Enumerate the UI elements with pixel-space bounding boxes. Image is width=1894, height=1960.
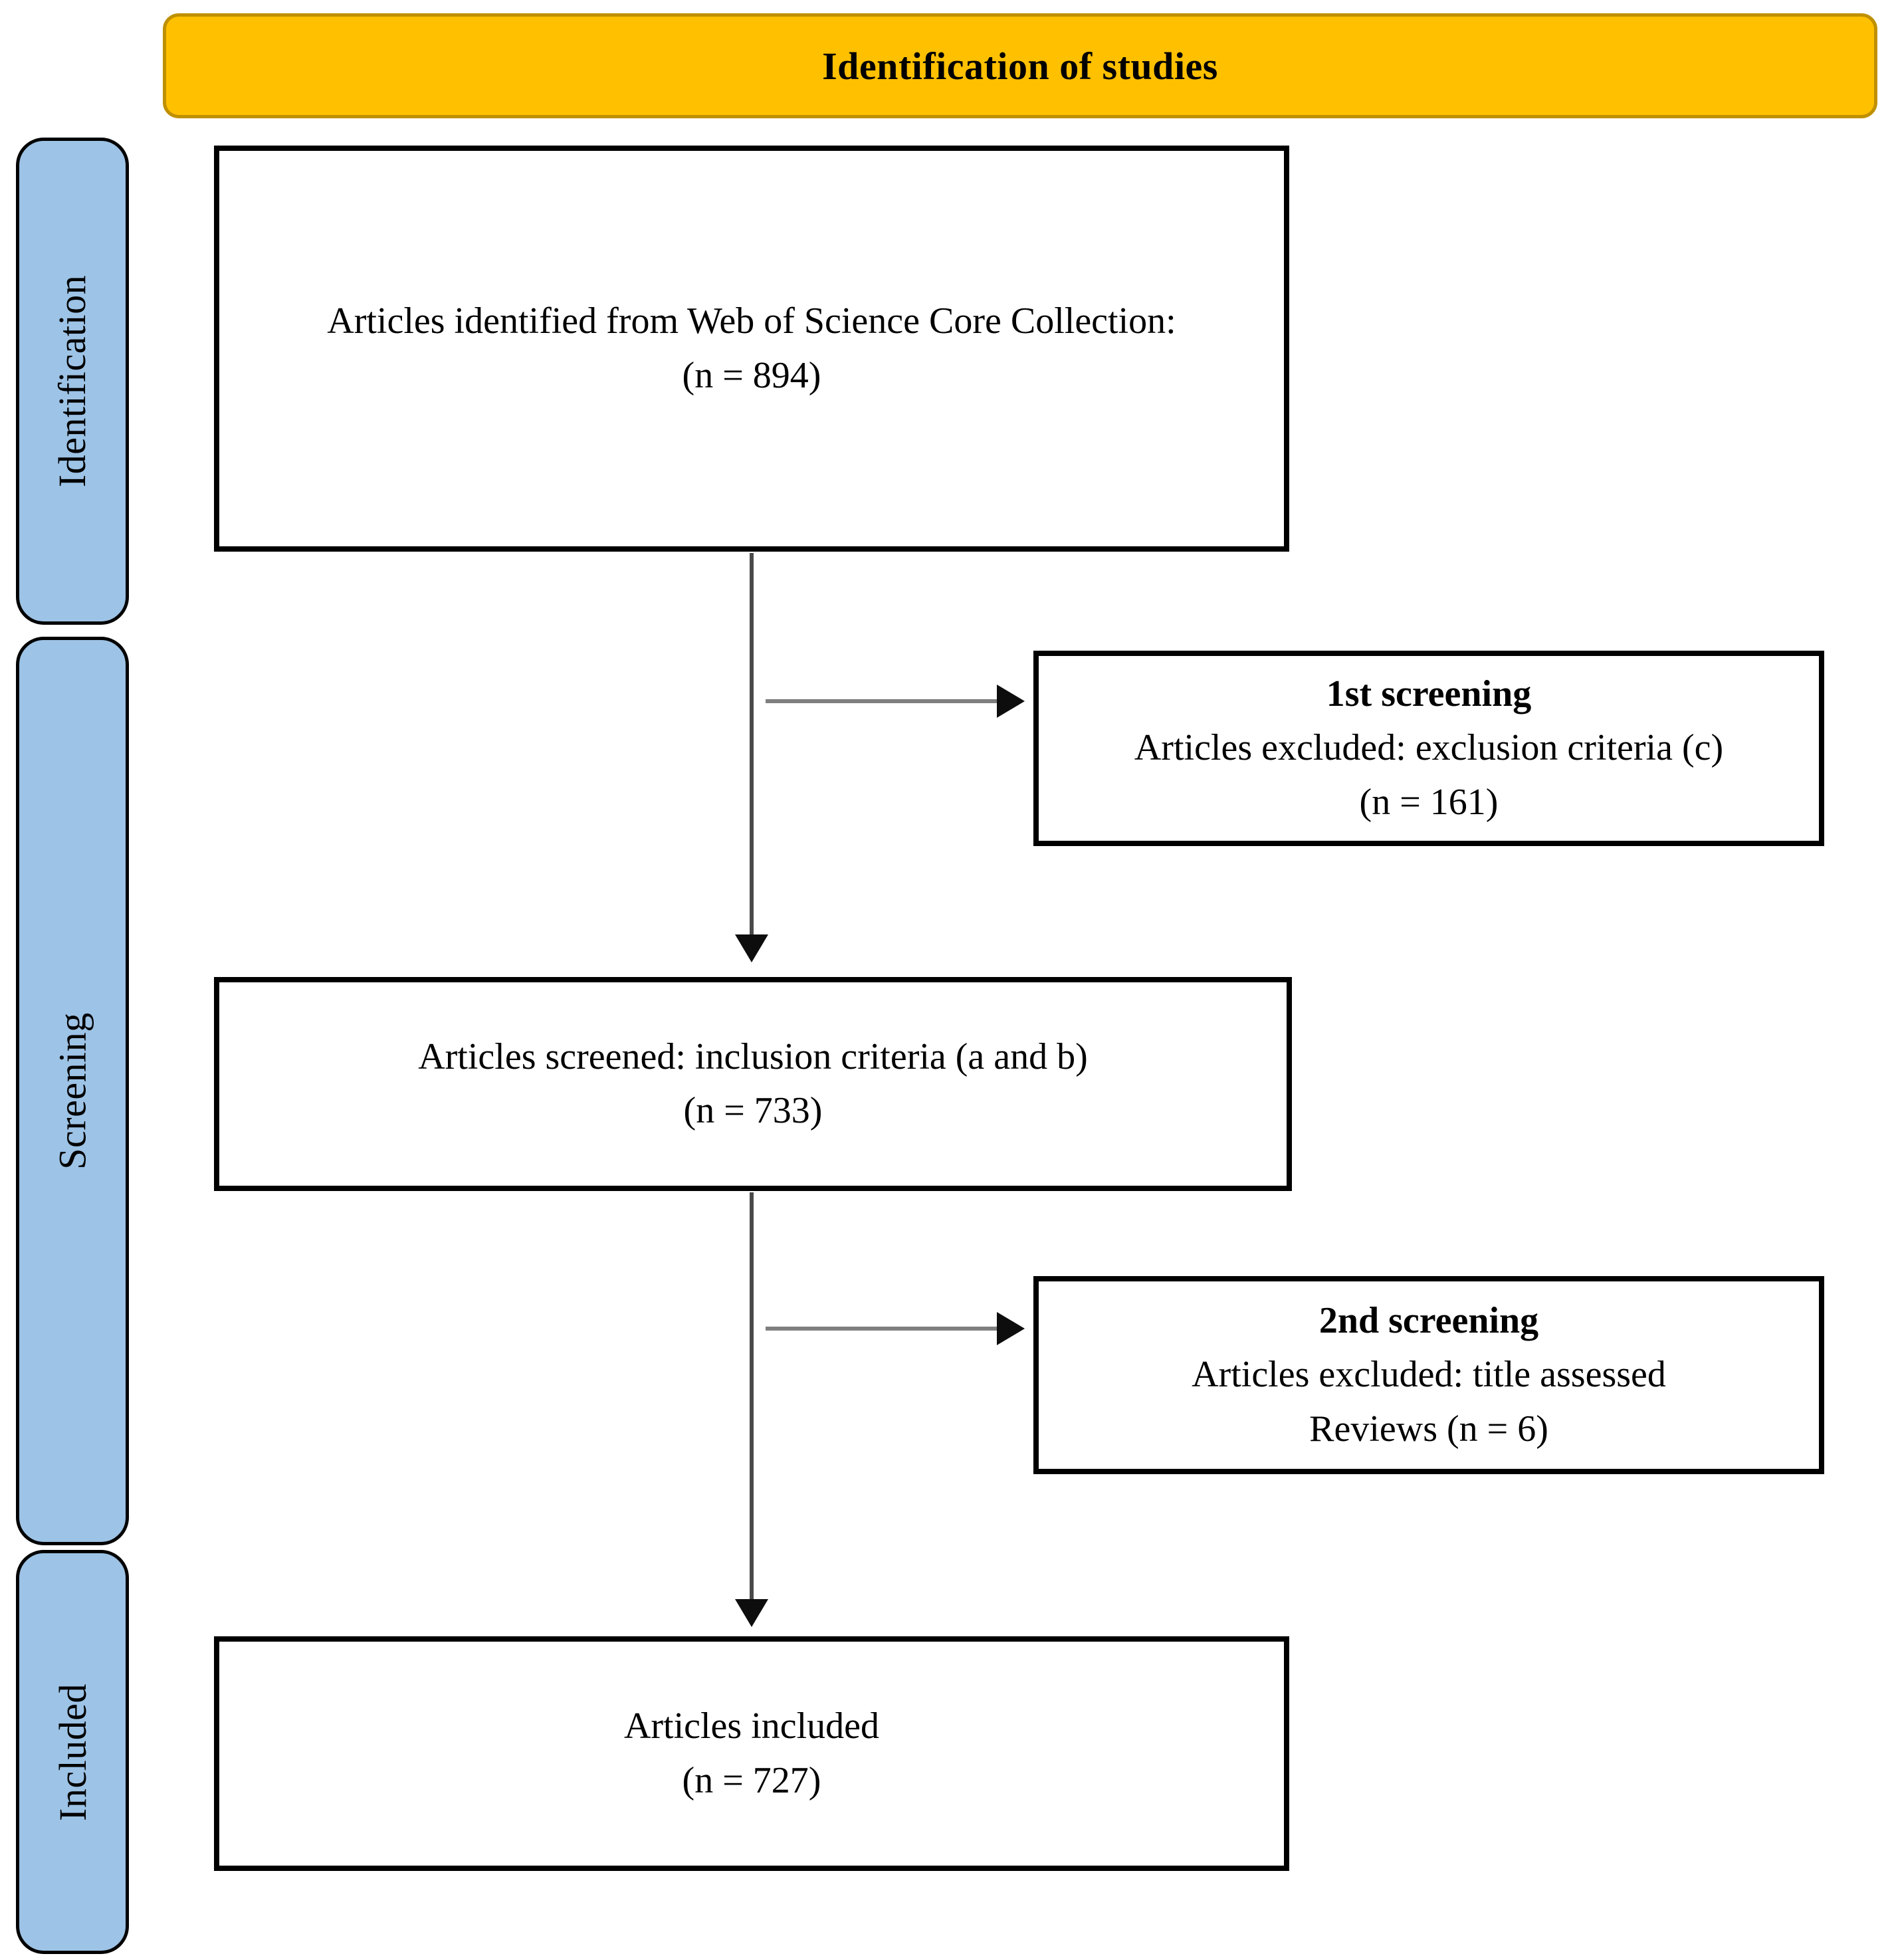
arrow-line-identified-to-screened: [750, 553, 754, 953]
flowbox-first-screening-line1: Articles excluded: exclusion criteria (c…: [1134, 727, 1724, 769]
flowbox-articles-screened-line1: Articles screened: inclusion criteria (a…: [418, 1035, 1088, 1077]
stage-label-screening-text: Screening: [51, 1012, 94, 1170]
flowbox-second-screening-title: 2nd screening: [1318, 1300, 1539, 1342]
arrowhead-right-to-first-screening-icon: [997, 685, 1025, 718]
arrow-line-to-second-screening-exclusions: [766, 1327, 1000, 1331]
arrow-line-screened-to-included: [750, 1192, 754, 1600]
flowbox-articles-screened: Articles screened: inclusion criteria (a…: [214, 977, 1292, 1191]
flowbox-articles-identified-count: (n = 894): [682, 354, 821, 396]
flowbox-articles-identified-line1: Articles identified from Web of Science …: [327, 300, 1176, 342]
flowbox-articles-included: Articles included (n = 727): [214, 1636, 1289, 1871]
stage-label-included: Included: [16, 1550, 129, 1954]
arrowhead-down-to-screened-icon: [735, 934, 768, 962]
arrow-line-to-first-screening-exclusions: [766, 699, 1000, 703]
flowbox-second-screening-line1: Articles excluded: title assessed: [1192, 1354, 1666, 1396]
banner-title: Identification of studies: [822, 44, 1218, 88]
flowbox-articles-included-line1: Articles included: [623, 1705, 880, 1747]
flowbox-articles-identified: Articles identified from Web of Science …: [214, 146, 1289, 552]
arrowhead-down-to-included-icon: [735, 1599, 768, 1627]
flowbox-second-screening-count: Reviews (n = 6): [1309, 1408, 1548, 1450]
arrowhead-right-to-second-screening-icon: [997, 1312, 1025, 1345]
flowbox-articles-included-count: (n = 727): [682, 1759, 821, 1801]
stage-label-identification: Identification: [16, 138, 129, 625]
stage-label-screening: Screening: [16, 637, 129, 1545]
banner-identification-of-studies: Identification of studies: [163, 13, 1877, 118]
stage-label-identification-text: Identification: [51, 274, 94, 488]
flowbox-first-screening-title: 1st screening: [1326, 673, 1532, 715]
stage-label-included-text: Included: [51, 1683, 94, 1821]
flowbox-second-screening-excluded: 2nd screening Articles excluded: title a…: [1033, 1276, 1824, 1474]
flowbox-first-screening-count: (n = 161): [1359, 781, 1499, 823]
flowbox-articles-screened-count: (n = 733): [683, 1090, 823, 1131]
flowbox-first-screening-excluded: 1st screening Articles excluded: exclusi…: [1033, 651, 1824, 846]
